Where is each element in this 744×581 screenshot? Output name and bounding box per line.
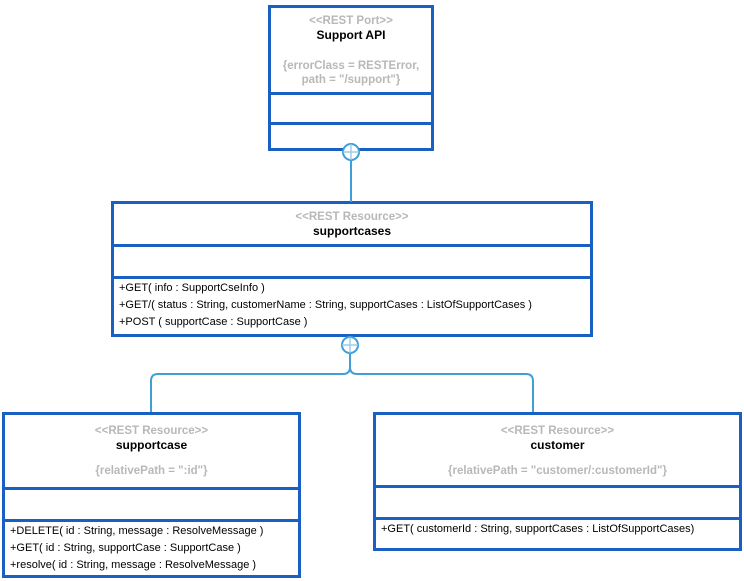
node-customer: <<REST Resource>> customer {relativePath… <box>373 412 742 551</box>
node-name: Support API <box>316 28 386 42</box>
connector-line <box>150 353 351 412</box>
method-item: +GET( customerId : String, supportCases … <box>381 523 695 535</box>
attributes-compartment <box>114 244 590 276</box>
containment-icon <box>341 336 359 354</box>
methods-compartment: +DELETE( id : String, message : ResolveM… <box>5 519 298 575</box>
connector-line <box>349 353 534 412</box>
node-supportcases: <<REST Resource>> supportcases +GET( inf… <box>111 201 593 337</box>
tagged-values: {relativePath = "customer/:customerId"} <box>376 464 739 478</box>
operations-compartment <box>271 122 431 148</box>
node-support-api: <<REST Port>> Support API {errorClass = … <box>268 5 434 151</box>
methods-compartment: +GET( info : SupportCseInfo ) +GET/( sta… <box>114 276 590 334</box>
method-item: +POST ( supportCase : SupportCase ) <box>119 316 308 328</box>
title-compartment: <<REST Resource>> supportcases <box>114 204 590 244</box>
methods-compartment: +GET( customerId : String, supportCases … <box>376 517 739 548</box>
node-stereotype: <<REST Resource>> <box>500 425 615 437</box>
attributes-compartment <box>376 485 739 517</box>
tagged-value-line: {relativePath = "customer/:customerId"} <box>448 465 667 477</box>
method-item: +DELETE( id : String, message : ResolveM… <box>10 525 264 537</box>
method-item: +GET/( status : String, customerName : S… <box>119 299 532 311</box>
method-item: +GET( info : SupportCseInfo ) <box>119 282 265 294</box>
node-name: supportcases <box>312 224 392 238</box>
node-stereotype: <<REST Resource>> <box>94 425 209 437</box>
title-compartment: <<REST Port>> Support API {errorClass = … <box>271 8 431 92</box>
node-stereotype: <<REST Port>> <box>309 15 393 27</box>
tagged-values: {errorClass = RESTError, path = "/suppor… <box>271 59 431 87</box>
title-compartment: <<REST Resource>> supportcase {relativeP… <box>5 415 298 487</box>
node-stereotype: <<REST Resource>> <box>295 211 409 223</box>
tagged-values: {relativePath = ":id"} <box>5 464 298 478</box>
node-name: customer <box>530 438 585 452</box>
attributes-compartment <box>271 92 431 122</box>
tagged-value-line: {errorClass = RESTError, <box>282 60 420 72</box>
attributes-compartment <box>5 487 298 519</box>
tagged-value-line: path = "/support"} <box>301 74 401 86</box>
method-item: +resolve( id : String, message : Resolve… <box>10 559 257 571</box>
node-supportcase: <<REST Resource>> supportcase {relativeP… <box>2 412 301 578</box>
method-item: +GET( id : String, supportCase : Support… <box>10 542 241 554</box>
node-name: supportcase <box>115 438 188 452</box>
tagged-value-line: {relativePath = ":id"} <box>95 465 208 477</box>
title-compartment: <<REST Resource>> customer {relativePath… <box>376 415 739 485</box>
